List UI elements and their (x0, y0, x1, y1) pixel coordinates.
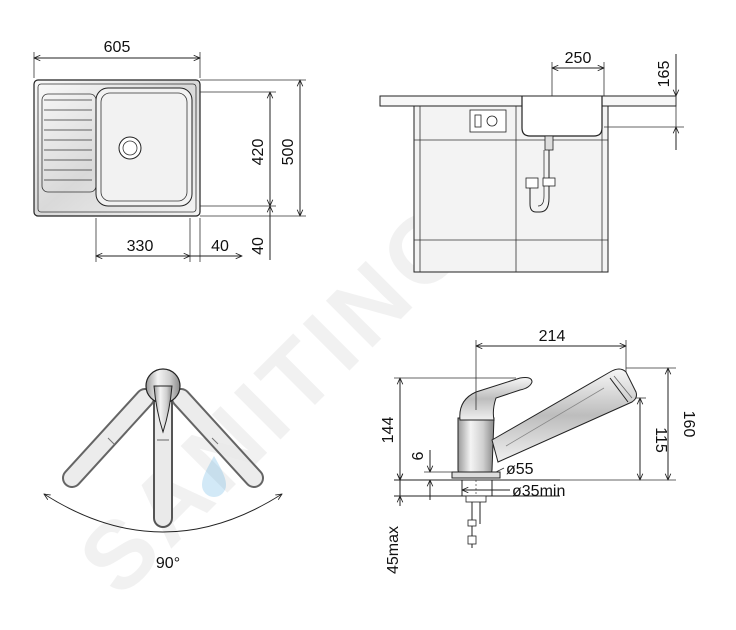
sink-side-view: 250 165 (379, 50, 684, 273)
faucet-mount (461, 479, 493, 548)
dim-height-144: 144 (380, 417, 397, 444)
angle-label: 90° (156, 555, 180, 572)
watermark-drop-icon (202, 456, 226, 497)
dim-total-160: 160 (680, 411, 697, 438)
dim-offset-40: 40 (211, 238, 229, 255)
dim-bowl-250: 250 (565, 50, 592, 67)
siphon (525, 135, 556, 213)
faucet-spout-right (171, 388, 264, 488)
faucet-spout (491, 368, 637, 463)
faucet-lever (459, 377, 533, 421)
faucet-base (451, 471, 501, 479)
dim-base-6: 6 (410, 451, 427, 460)
faucet-body (457, 417, 495, 475)
dim-hole-diameter: ø35min (512, 483, 565, 500)
faucet-side-view: 214 144 160 115 6 ø55 ø35min 45max (380, 328, 697, 574)
drainer-grooves (41, 93, 97, 193)
dim-spout-115: 115 (652, 427, 669, 453)
sink-plan-view: 605 330 40 420 500 40 (34, 39, 306, 262)
faucet-top-view: 90° (44, 368, 282, 572)
angle-arc (44, 494, 282, 533)
dim-reach-214: 214 (539, 328, 566, 345)
dim-thickness-45max: 45max (385, 526, 402, 574)
dim-depth-165: 165 (656, 61, 673, 88)
dim-inner-420: 420 (250, 139, 267, 166)
dim-edge-40: 40 (250, 237, 267, 255)
dim-width-605: 605 (104, 39, 131, 56)
drain-hole (118, 136, 142, 160)
dim-bowl-330: 330 (127, 238, 154, 255)
sink-bowl (95, 87, 193, 207)
sink-bowl-section (521, 96, 603, 137)
faucet-spout-left (62, 388, 155, 488)
dim-height-500: 500 (280, 139, 297, 166)
faucet-handle (145, 368, 181, 434)
dim-base-diameter: ø55 (506, 461, 534, 478)
